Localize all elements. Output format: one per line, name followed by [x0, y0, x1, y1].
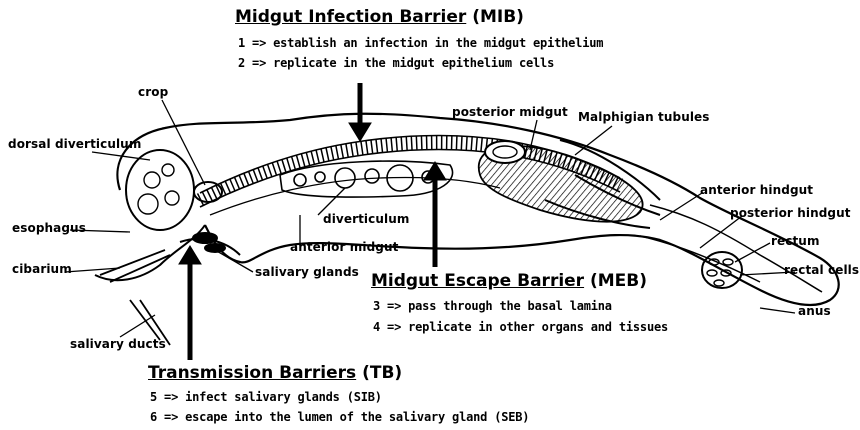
label-diverticulum: diverticulum [323, 212, 409, 226]
tb-title: Transmission Barriers (TB) [148, 363, 402, 383]
dorsal-diverticulum [126, 150, 194, 230]
label-rectal-cells: rectal cells [784, 263, 859, 277]
mib-abbr: (MIB) [472, 7, 524, 27]
tb-step-6: 6 => escape into the lumen of the saliva… [150, 410, 529, 424]
mib-step-2: 2 => replicate in the midgut epithelium … [238, 56, 554, 70]
meb-title: Midgut Escape Barrier (MEB) [371, 271, 647, 291]
meb-step-4: 4 => replicate in other organs and tissu… [373, 320, 668, 334]
tb-arrow [179, 246, 201, 360]
tb-abbr: (TB) [362, 363, 402, 383]
label-malphigian-tubules: Malphigian tubules [578, 110, 710, 124]
label-rectum: rectum [771, 234, 820, 248]
label-salivary-glands: salivary glands [255, 265, 359, 279]
label-anterior-midgut: anterior midgut [290, 240, 398, 254]
tb-title-text: Transmission Barriers [148, 363, 356, 383]
meb-title-text: Midgut Escape Barrier [371, 271, 584, 291]
diverticulum-bubbles [294, 165, 434, 191]
label-anterior-hindgut: anterior hindgut [700, 183, 813, 197]
label-esophagus: esophagus [12, 221, 86, 235]
label-posterior-midgut: posterior midgut [452, 105, 568, 119]
label-cibarium: cibarium [12, 262, 72, 276]
dorsal-diverticulum-bubbles [138, 164, 179, 214]
mib-title-text: Midgut Infection Barrier [235, 7, 466, 27]
tb-step-5: 5 => infect salivary glands (SIB) [150, 390, 382, 404]
mib-arrow [349, 83, 371, 141]
label-posterior-hindgut: posterior hindgut [730, 206, 851, 220]
label-anus: anus [798, 304, 831, 318]
mib-step-1: 1 => establish an infection in the midgu… [238, 36, 603, 50]
meb-abbr: (MEB) [590, 271, 647, 291]
meb-arrow [424, 162, 446, 267]
label-dorsal-diverticulum: dorsal diverticulum [8, 137, 141, 151]
meb-step-3: 3 => pass through the basal lamina [373, 299, 612, 313]
label-salivary-ducts: salivary ducts [70, 337, 166, 351]
mib-title: Midgut Infection Barrier (MIB) [235, 7, 524, 27]
label-crop: crop [138, 85, 168, 99]
